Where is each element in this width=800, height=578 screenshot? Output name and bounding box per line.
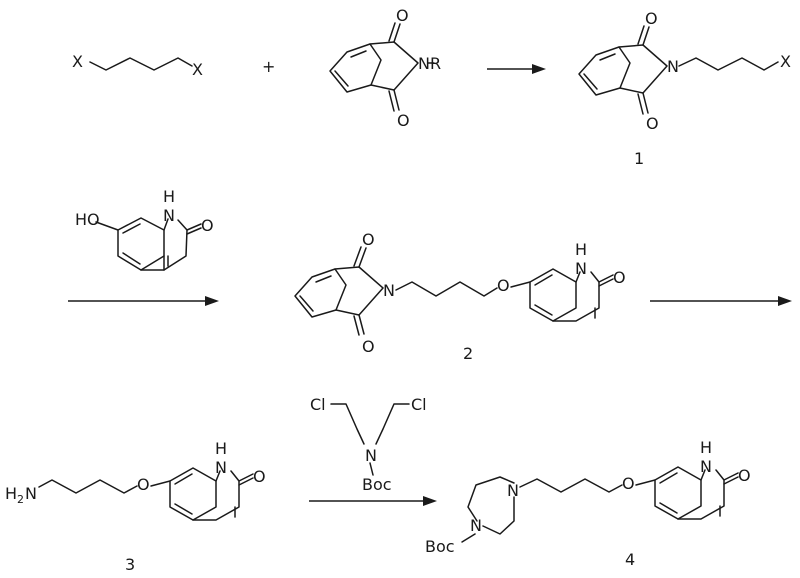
atom-n-imide: N xyxy=(418,54,430,73)
atom-r: R xyxy=(430,54,441,73)
atom-cl-right: Cl xyxy=(411,395,427,414)
plus-sign: + xyxy=(262,57,275,76)
arrow-step-4 xyxy=(309,496,437,506)
atom-h2n-subscript: 2 xyxy=(17,493,24,506)
atom-nh: N xyxy=(700,457,712,476)
atom-n-top: N xyxy=(507,481,519,500)
atom-h2n-n: N xyxy=(25,484,37,503)
atom-x: X xyxy=(780,52,791,71)
atom-n-bottom: N xyxy=(470,516,482,535)
bis-chloroethyl-boc-amine-reagent: Cl Cl N Boc xyxy=(310,395,427,494)
atom-h: H xyxy=(575,240,587,259)
atom-boc: Boc xyxy=(425,537,455,556)
n-substituted-phthalimide-reagent: O O N R xyxy=(329,6,441,130)
atom-o-top: O xyxy=(645,9,658,28)
atom-nh: N xyxy=(215,458,227,477)
atom-cl-left: Cl xyxy=(310,395,326,414)
atom-h: H xyxy=(700,438,712,457)
atom-nh: N xyxy=(163,206,175,225)
atom-h2n-h: H xyxy=(5,484,17,503)
compound-2-label: 2 xyxy=(463,344,473,363)
compound-1-label: 1 xyxy=(634,149,644,168)
atom-o-bottom: O xyxy=(362,337,375,356)
atom-o-carbonyl: O xyxy=(738,466,751,485)
atom-nh: N xyxy=(575,259,587,278)
atom-n-imide: N xyxy=(383,281,395,300)
7-hydroxyquinolinone-reagent: HO H N O xyxy=(75,187,214,271)
atom-h: H xyxy=(163,187,175,206)
atom-o-ether: O xyxy=(497,276,510,295)
atom-n-amine: N xyxy=(365,446,377,465)
atom-x-right: X xyxy=(192,60,203,79)
atom-x-left: X xyxy=(72,52,83,71)
atom-o-top: O xyxy=(362,230,375,249)
atom-o-ether: O xyxy=(137,475,150,494)
atom-ho: HO xyxy=(75,210,100,229)
arrow-step-1 xyxy=(487,64,546,74)
compound-3-structure: H 2 N O H N O xyxy=(5,439,266,521)
dihalobutane-reagent: X X xyxy=(72,52,203,79)
arrow-step-3 xyxy=(650,296,792,306)
arrow-step-2 xyxy=(68,296,219,306)
atom-o-top: O xyxy=(396,6,409,25)
atom-o-bottom: O xyxy=(646,114,659,133)
atom-boc: Boc xyxy=(362,475,392,494)
atom-o-carbonyl: O xyxy=(201,216,214,235)
compound-1-structure: O O N X xyxy=(578,9,791,133)
compound-3-label: 3 xyxy=(125,555,135,574)
compound-2-structure: O O N O H N O xyxy=(294,230,626,356)
atom-h: H xyxy=(215,439,227,458)
atom-n-imide: N xyxy=(667,57,679,76)
atom-o-bottom: O xyxy=(397,111,410,130)
atom-o-carbonyl: O xyxy=(253,467,266,486)
atom-o-carbonyl: O xyxy=(613,268,626,287)
compound-4-structure: N N Boc O H N O xyxy=(425,438,751,556)
compound-4-label: 4 xyxy=(625,550,635,569)
atom-o-ether: O xyxy=(622,474,635,493)
